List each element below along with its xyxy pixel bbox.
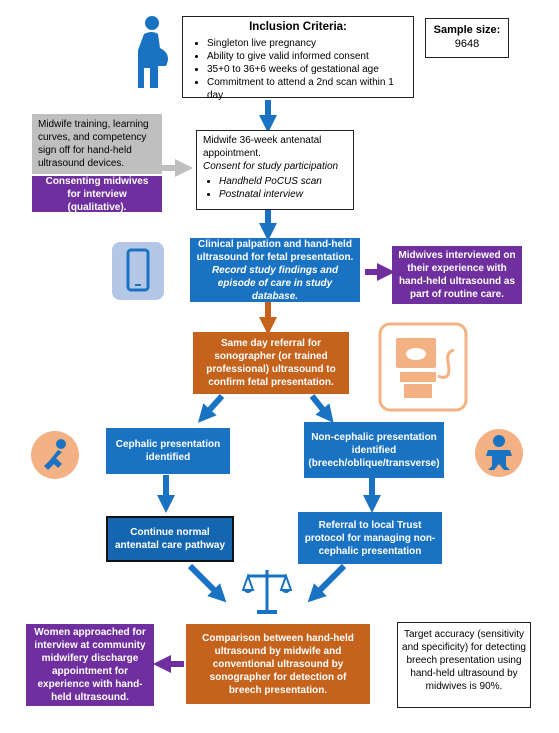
palpation-record-text: Record study findings and episode of car… bbox=[211, 264, 339, 302]
continue-care-box: Continue normal antenatal care pathway bbox=[106, 516, 234, 562]
inclusion-item: Commitment to attend a 2nd scan within 1… bbox=[207, 76, 405, 102]
sample-size-value: 9648 bbox=[454, 38, 480, 51]
comparison-box: Comparison between hand-held ultrasound … bbox=[186, 624, 370, 704]
inclusion-item: Singleton live pregnancy bbox=[207, 37, 405, 50]
inclusion-item: 35+0 to 36+6 weeks of gestational age bbox=[207, 63, 405, 76]
inclusion-criteria-title: Inclusion Criteria: bbox=[249, 21, 347, 33]
ultrasound-machine-icon bbox=[378, 322, 468, 412]
trust-protocol-box: Referral to local Trust protocol for man… bbox=[298, 512, 442, 564]
arrow-continue-to-comparison bbox=[187, 563, 227, 603]
appointment-item: Postnatal interview bbox=[219, 188, 347, 201]
trust-protocol-text: Referral to local Trust protocol for man… bbox=[304, 519, 436, 557]
cephalic-box: Cephalic presentation identified bbox=[106, 428, 230, 474]
consenting-midwives-text: Consenting midwives for interview (quali… bbox=[45, 175, 149, 213]
scales-icon bbox=[242, 570, 292, 614]
target-accuracy-text: Target accuracy (sensitivity and specifi… bbox=[402, 629, 526, 692]
noncephalic-types-text: (breech/oblique/transverse) bbox=[308, 457, 440, 469]
appointment-title: Midwife 36-week antenatal appointment. bbox=[203, 135, 322, 159]
phone-icon bbox=[126, 248, 150, 292]
palpation-text: Clinical palpation and hand-held ultraso… bbox=[196, 238, 354, 263]
cephalic-baby-icon bbox=[31, 431, 79, 479]
midwives-interviewed-box: Midwives interviewed on their experience… bbox=[392, 246, 522, 304]
women-interview-text: Women approached for interview at commun… bbox=[34, 627, 146, 703]
palpation-box: Clinical palpation and hand-held ultraso… bbox=[190, 238, 360, 302]
phone-icon-tile bbox=[112, 242, 164, 300]
arrow-referral-to-cephalic bbox=[197, 393, 225, 423]
noncephalic-text: Non-cephalic presentation identified bbox=[311, 431, 437, 456]
noncephalic-box: Non-cephalic presentation identified (br… bbox=[304, 422, 444, 478]
sample-size-box: Sample size: 9648 bbox=[425, 18, 509, 58]
arrow-trust-to-comparison bbox=[307, 563, 347, 603]
antenatal-appointment-box: Midwife 36-week antenatal appointment. C… bbox=[196, 130, 354, 210]
pregnant-woman-icon bbox=[138, 16, 168, 88]
noncephalic-baby-icon bbox=[475, 429, 523, 477]
sonographer-referral-box: Same day referral for sonographer (or tr… bbox=[193, 332, 349, 394]
sonographer-referral-text: Same day referral for sonographer (or tr… bbox=[206, 338, 336, 388]
arrow-referral-to-noncephalic bbox=[309, 394, 334, 424]
midwives-interviewed-text: Midwives interviewed on their experience… bbox=[398, 250, 516, 300]
inclusion-item: Ability to give valid informed consent bbox=[207, 50, 405, 63]
midwife-training-box: Midwife training, learning curves, and c… bbox=[32, 114, 162, 174]
women-interview-box: Women approached for interview at commun… bbox=[26, 624, 154, 706]
inclusion-criteria-box: Inclusion Criteria: Singleton live pregn… bbox=[182, 16, 414, 101]
comparison-text: Comparison between hand-held ultrasound … bbox=[202, 632, 354, 696]
consenting-midwives-box: Consenting midwives for interview (quali… bbox=[32, 175, 162, 213]
midwife-training-text: Midwife training, learning curves, and c… bbox=[38, 119, 149, 169]
consent-text: Consent for study participation bbox=[203, 161, 339, 172]
cephalic-text: Cephalic presentation identified bbox=[115, 439, 221, 463]
appointment-item: Handheld PoCUS scan bbox=[219, 175, 347, 188]
target-accuracy-box: Target accuracy (sensitivity and specifi… bbox=[397, 622, 531, 708]
sample-size-label: Sample size: bbox=[433, 24, 501, 36]
continue-care-text: Continue normal antenatal care pathway bbox=[114, 527, 226, 551]
